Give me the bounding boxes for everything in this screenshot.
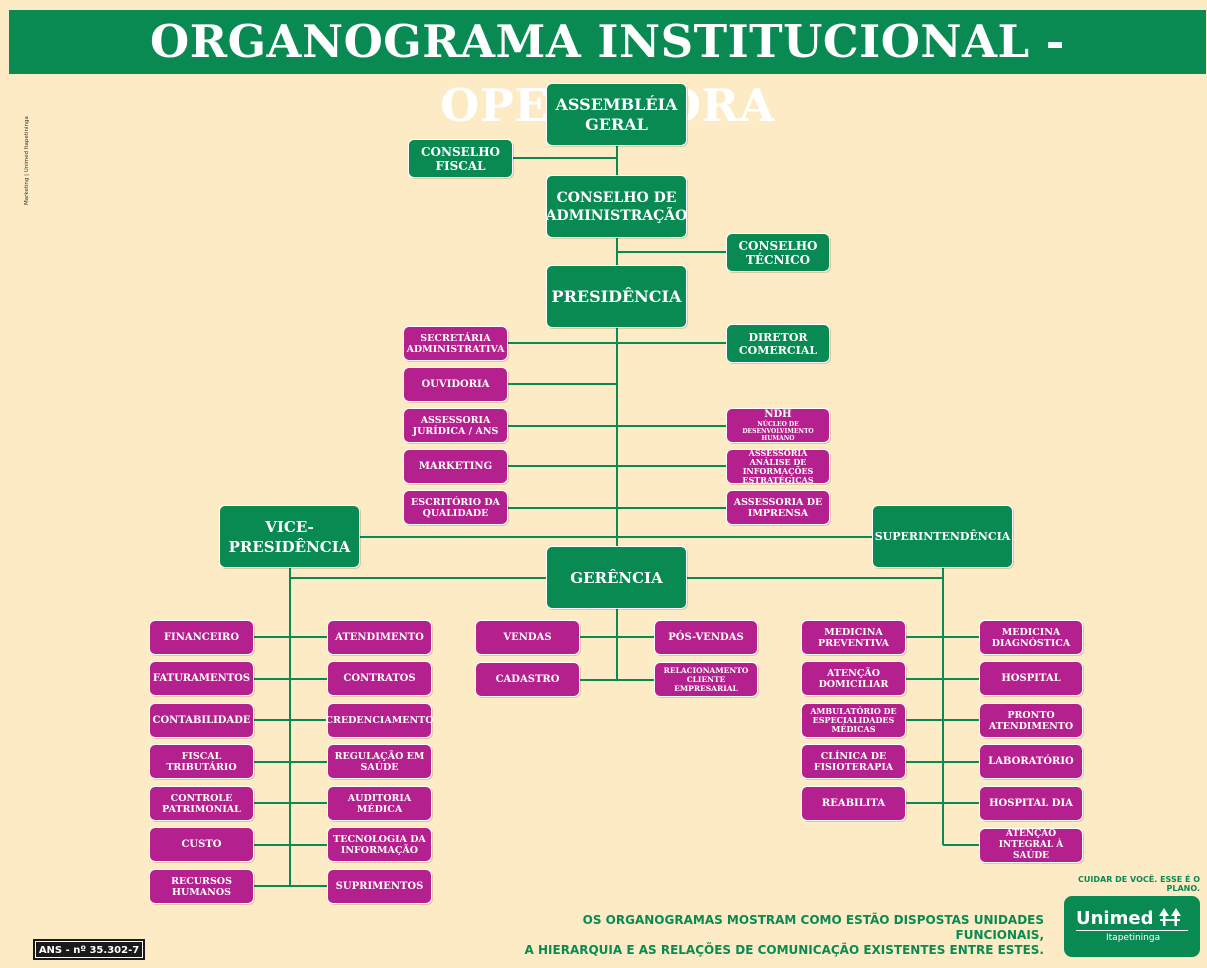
node-ndh-title: NDH: [764, 409, 792, 420]
node-contratos: CONTRATOS: [327, 661, 432, 696]
node-tecnologia-informacao: TECNOLOGIA DA INFORMAÇÃO: [327, 827, 432, 862]
node-vendas: VENDAS: [475, 620, 580, 655]
node-contabilidade: CONTABILIDADE: [149, 703, 254, 738]
node-auditoria-medica: AUDITORIA MÉDICA: [327, 786, 432, 821]
node-fiscal-tributario: FISCAL TRIBUTÁRIO: [149, 744, 254, 779]
node-credenciamento: CREDENCIAMENTO: [325, 703, 434, 738]
node-faturamentos: FATURAMENTOS: [149, 661, 254, 696]
logo-wordmark: Unimed: [1076, 908, 1154, 929]
node-assessoria-juridica: ASSESSORIA JURÍDICA / ANS: [403, 408, 508, 443]
node-regulacao-saude: REGULAÇÃO EM SAÚDE: [327, 744, 432, 779]
node-recursos-humanos: RECURSOS HUMANOS: [149, 869, 254, 904]
node-escritorio-qualidade: ESCRITÓRIO DA QUALIDADE: [403, 490, 508, 525]
slogan: CUIDAR DE VOCÊ. ESSE É O PLANO.: [1078, 875, 1200, 893]
node-controle-patrimonial: CONTROLE PATRIMONIAL: [149, 786, 254, 821]
node-ouvidoria: OUVIDORIA: [403, 367, 508, 402]
node-conselho-administracao: CONSELHO DE ADMINISTRAÇÃO: [546, 175, 687, 238]
node-secretaria-administrativa: SECRETÁRIA ADMINISTRATIVA: [403, 326, 508, 361]
node-superintendencia: SUPERINTENDÊNCIA: [872, 505, 1013, 568]
node-assessoria-analise: ASSESSORIA ANÁLISE DE INFORMAÇÕES ESTRAT…: [726, 448, 830, 484]
node-diretor-comercial: DIRETOR COMERCIAL: [726, 324, 830, 363]
node-laboratorio: LABORATÓRIO: [979, 744, 1083, 779]
node-marketing: MARKETING: [403, 449, 508, 484]
footnote: OS ORGANOGRAMAS MOSTRAM COMO ESTÃO DISPO…: [500, 913, 1044, 958]
node-medicina-preventiva: MEDICINA PREVENTIVA: [801, 620, 906, 655]
node-presidencia: PRESIDÊNCIA: [546, 265, 687, 328]
node-assessoria-imprensa: ASSESSORIA DE IMPRENSA: [726, 490, 830, 525]
node-reabilita: REABILITA: [801, 786, 906, 821]
logo-divider: [1076, 930, 1188, 931]
node-atencao-integral: ATENÇÃO INTEGRAL À SAÚDE: [979, 828, 1083, 863]
node-clinica-fisioterapia: CLÍNICA DE FISIOTERAPIA: [801, 744, 906, 779]
node-vice-presidencia: VICE-PRESIDÊNCIA: [219, 505, 360, 568]
node-custo: CUSTO: [149, 827, 254, 862]
node-conselho-fiscal: CONSELHO FISCAL: [408, 139, 513, 178]
node-pronto-atendimento: PRONTO ATENDIMENTO: [979, 703, 1083, 738]
unimed-symbol-icon: [1159, 908, 1181, 926]
node-hospital: HOSPITAL: [979, 661, 1083, 696]
page-title: ORGANOGRAMA INSTITUCIONAL - OPERADORA: [9, 10, 1206, 132]
node-financeiro: FINANCEIRO: [149, 620, 254, 655]
node-ambulatorio: AMBULATÓRIO DE ESPECIALIDADES MÉDICAS: [801, 703, 906, 738]
node-atencao-domiciliar: ATENÇÃO DOMICILIAR: [801, 661, 906, 696]
node-pos-vendas: PÓS-VENDAS: [654, 620, 758, 655]
node-conselho-tecnico: CONSELHO TÉCNICO: [726, 233, 830, 272]
ans-registration: ANS - nº 35.302-7: [33, 939, 145, 960]
node-atendimento: ATENDIMENTO: [327, 620, 432, 655]
footnote-line-2: A HIERARQUIA E AS RELAÇÕES DE COMUNICAÇÃ…: [524, 943, 1044, 957]
unimed-logo: Unimed Itapetininga: [1064, 896, 1200, 957]
node-relacionamento-cliente: RELACIONAMENTO CLIENTE EMPRESARIAL: [654, 662, 758, 697]
node-ndh: NDH NÚCLEO DE DESENVOLVIMENTO HUMANO: [726, 408, 830, 443]
footnote-line-1: OS ORGANOGRAMAS MOSTRAM COMO ESTÃO DISPO…: [582, 913, 1044, 942]
node-suprimentos: SUPRIMENTOS: [327, 869, 432, 904]
node-hospital-dia: HOSPITAL DIA: [979, 786, 1083, 821]
node-medicina-diagnostica: MEDICINA DIAGNÓSTICA: [979, 620, 1083, 655]
node-gerencia: GERÊNCIA: [546, 546, 687, 609]
logo-city: Itapetininga: [1106, 933, 1161, 943]
node-cadastro: CADASTRO: [475, 662, 580, 697]
node-assembleia-geral: ASSEMBLÉIA GERAL: [546, 83, 687, 146]
node-ndh-subtitle: NÚCLEO DE DESENVOLVIMENTO HUMANO: [742, 421, 814, 442]
